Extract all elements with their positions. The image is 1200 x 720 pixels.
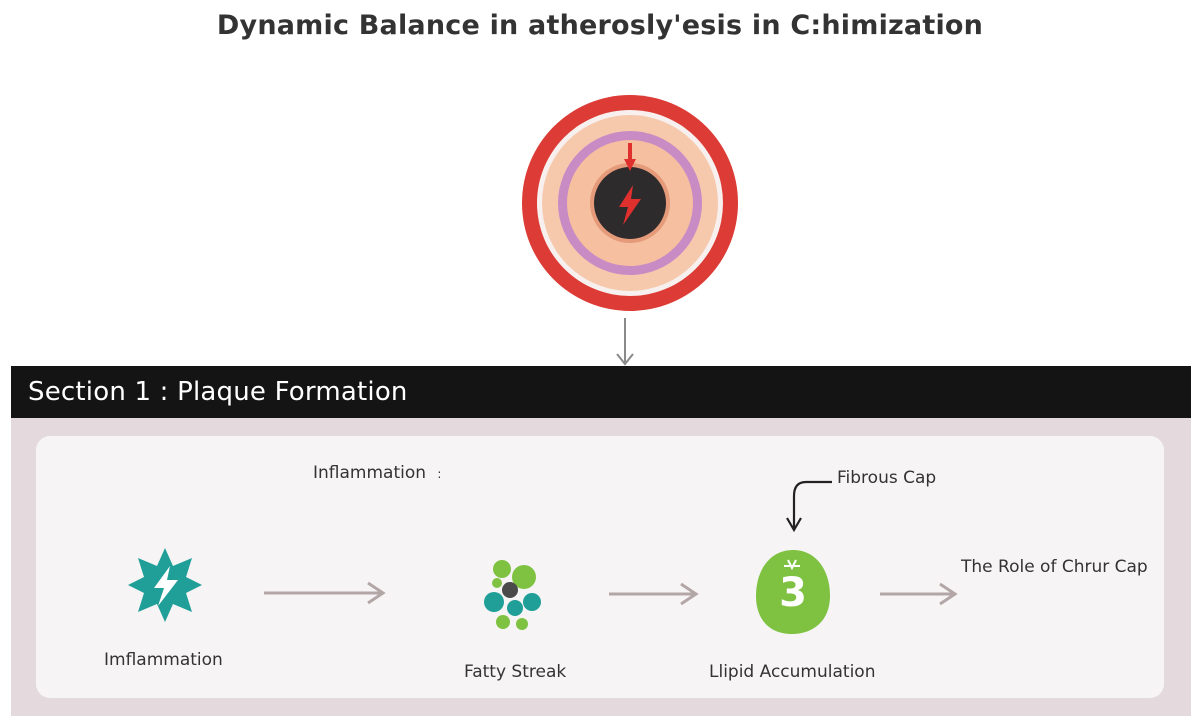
- step1-bolt-icon: [154, 566, 178, 606]
- fibrous-cap-label: Fibrous Cap: [837, 468, 937, 488]
- lightning-bolt-icon: [619, 185, 641, 225]
- step2-label: Fatty Streak: [464, 662, 567, 682]
- main-title: Dynamic Balance in atherosly'esis in C:h…: [216, 10, 984, 41]
- artery-cross-section-icon: [522, 95, 738, 311]
- top-inflammation-text: Inflammation: [313, 463, 427, 483]
- starburst-lightning-icon: [128, 548, 202, 622]
- section-title: Section 1 : Plaque Formation: [28, 377, 408, 407]
- step3-badge: 3: [779, 570, 807, 616]
- fibrous-cap-pointer-icon: [786, 480, 832, 533]
- flow-arrow-2-icon: [609, 582, 699, 606]
- flow-arrow-3-icon: [880, 582, 958, 606]
- artery-pointer-icon: [624, 143, 636, 171]
- stages-card: [36, 436, 1164, 698]
- step4-label: The Role of Chrur Cap: [961, 557, 1148, 577]
- down-arrow-icon: [616, 318, 634, 366]
- step1-label: Imflammation: [104, 650, 223, 670]
- lipid-droplet-icon: [756, 550, 830, 634]
- droplet-sparkle-icon: [784, 559, 800, 571]
- flow-arrow-1-icon: [264, 581, 386, 605]
- cell-cluster-icon: [484, 560, 541, 630]
- top-inflammation-mark: :: [437, 467, 442, 481]
- step3-label: Llipid Accumulation: [709, 662, 876, 682]
- section-header: Section 1 : Plaque Formation: [11, 366, 1191, 418]
- top-inflammation-label: Inflammation :: [313, 463, 441, 483]
